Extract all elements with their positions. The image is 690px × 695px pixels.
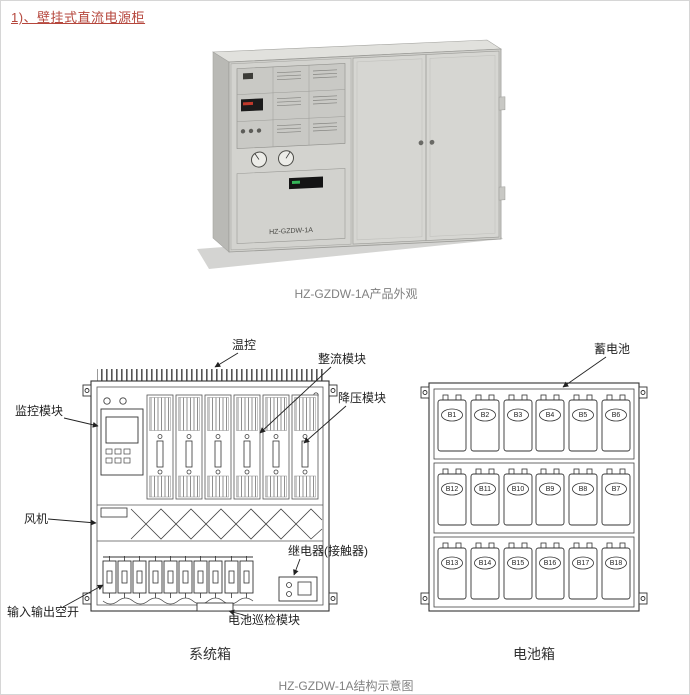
structure-caption: HZ-GZDW-1A结构示意图 <box>278 679 414 693</box>
cabinet-side <box>212 51 230 253</box>
svg-text:B2: B2 <box>481 412 490 419</box>
hinge-tab <box>498 186 506 201</box>
svg-text:B16: B16 <box>544 560 557 567</box>
svg-text:B7: B7 <box>612 486 621 493</box>
leader-arrow <box>228 609 248 617</box>
system-box-labels: 温控 整流模块 降压模块 监控模块 风机 输入输出空开 电池巡检模块 继电器(接… <box>7 338 386 662</box>
svg-text:B9: B9 <box>546 486 555 493</box>
svg-text:B1: B1 <box>448 412 457 419</box>
cabinet-front: HZ-GZDW-1A <box>228 48 506 253</box>
battery-row-1: B1 B2 B3 B4 B5 B6 <box>437 394 631 452</box>
analog-meters <box>251 150 294 168</box>
system-box-diagram <box>82 369 338 612</box>
svg-text:B3: B3 <box>514 412 523 419</box>
leader-arrow <box>214 352 239 368</box>
system-box-caption: 系统箱 <box>189 646 231 662</box>
label-fan: 风机 <box>24 512 48 526</box>
label-battery: 蓄电池 <box>594 342 630 356</box>
leader-arrow <box>259 366 332 434</box>
svg-text:B15: B15 <box>512 560 525 567</box>
svg-text:B12: B12 <box>446 486 459 493</box>
battery-box-diagram: B1 B2 B3 B4 B5 B6 B12 B11 B10 B9 B8 B7 B <box>420 342 648 662</box>
mounting-ears <box>82 384 338 605</box>
svg-text:B13: B13 <box>446 560 459 567</box>
battery-row-3: B13 B14 B15 B16 B17 B18 <box>437 542 631 600</box>
photo-caption: HZ-GZDW-1A产品外观 <box>294 287 418 301</box>
label-io-breaker: 输入输出空开 <box>7 604 79 619</box>
leader-arrow <box>47 518 97 526</box>
svg-text:B5: B5 <box>579 412 588 419</box>
svg-text:B8: B8 <box>579 486 588 493</box>
svg-text:B11: B11 <box>479 486 491 493</box>
cabinet-doors <box>352 50 500 245</box>
svg-text:B6: B6 <box>612 412 621 419</box>
door-knob <box>418 140 424 146</box>
door-knob <box>429 139 435 145</box>
relay-box <box>278 576 318 602</box>
svg-text:B18: B18 <box>610 560 623 567</box>
mounting-ears <box>420 386 648 605</box>
leader-arrow <box>293 558 301 576</box>
label-relay: 继电器(接触器) <box>288 543 368 558</box>
label-battery-inspect: 电池巡检模块 <box>228 612 300 627</box>
section-heading: 1)、壁挂式直流电源柜 <box>11 10 146 25</box>
panel-button <box>240 129 246 134</box>
svg-text:B10: B10 <box>512 486 525 493</box>
heatsink-fins <box>97 369 323 381</box>
battery-row-2: B12 B11 B10 B9 B8 B7 <box>437 468 631 526</box>
monitor-module <box>100 408 144 476</box>
battery-inspect-module <box>196 602 234 612</box>
leader-arrow <box>303 405 347 444</box>
svg-text:B17: B17 <box>577 560 590 567</box>
leader-arrow <box>62 584 104 608</box>
leader-arrow <box>562 356 607 388</box>
panel-button <box>256 128 262 133</box>
structure-diagram: 温控 整流模块 降压模块 监控模块 风机 输入输出空开 电池巡检模块 继电器(接… <box>7 338 648 662</box>
label-buck-module: 降压模块 <box>338 391 386 405</box>
equipment-panel <box>236 63 346 168</box>
label-temp-control: 温控 <box>232 338 256 352</box>
battery-shelves <box>433 388 635 608</box>
svg-text:B4: B4 <box>546 412 555 419</box>
label-monitor-module: 监控模块 <box>15 404 63 418</box>
fan-grille <box>97 504 323 542</box>
product-photo: HZ-GZDW-1A <box>197 39 506 269</box>
svg-text:B14: B14 <box>479 560 492 567</box>
hinge-tab <box>498 96 506 111</box>
faceplate-vents <box>277 69 337 134</box>
lower-door: HZ-GZDW-1A <box>236 168 346 244</box>
door-display <box>289 176 323 190</box>
label-rectifier-module: 整流模块 <box>318 351 366 366</box>
leader-arrow <box>63 417 99 428</box>
panel-button <box>248 128 254 134</box>
battery-box-caption: 电池箱 <box>513 646 555 662</box>
model-text: HZ-GZDW-1A <box>269 227 313 236</box>
